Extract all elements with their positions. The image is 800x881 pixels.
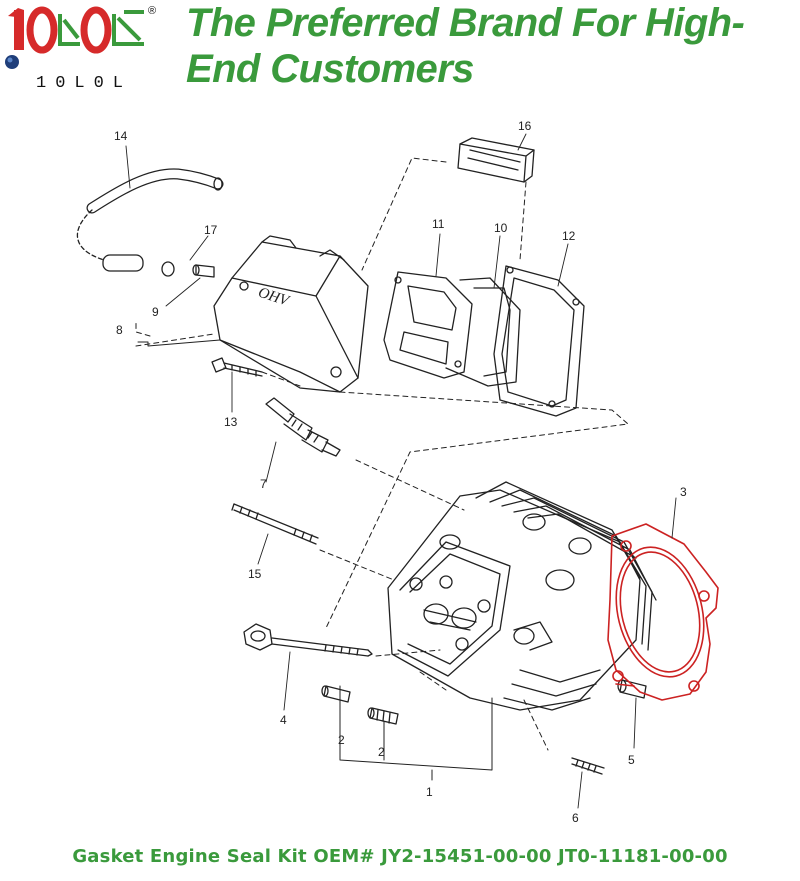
- cover-gasket-inner: [383, 271, 473, 379]
- callout-14: 14: [114, 129, 128, 143]
- callout-12: 12: [562, 229, 576, 243]
- breather-hose: [86, 168, 224, 214]
- breather-filter: [457, 137, 535, 183]
- cover-marking: OHV: [256, 285, 292, 310]
- dowel-pin-2: [367, 707, 399, 725]
- callout-7: 7: [260, 477, 267, 491]
- callout-11: 11: [432, 217, 445, 231]
- breather-plate: [445, 277, 521, 387]
- registered-mark: ®: [148, 5, 156, 17]
- callout-15: 15: [248, 567, 262, 581]
- product-caption: Gasket Engine Seal Kit OEM# JY2-15451-00…: [72, 846, 728, 867]
- logo-mark-icon: ®: [5, 5, 156, 69]
- callout-3: 3: [680, 485, 687, 499]
- rocker-cover: [213, 235, 369, 393]
- short-hose: [102, 254, 144, 272]
- exhaust-stud: [571, 757, 605, 775]
- callout-1: 1: [426, 785, 433, 799]
- logo-text: 10L0L: [36, 74, 133, 93]
- head-bolt: [243, 623, 373, 657]
- callout-5: 5: [628, 753, 635, 767]
- headline: The Preferred Brand For High-End Custome…: [186, 1, 745, 91]
- part-callouts: 14 16 17 11 10 12 9 8 13 7 15 3 4 2 2 5 …: [114, 119, 687, 825]
- dowel-pin-1: [321, 685, 351, 703]
- hose-clamp: [161, 261, 175, 277]
- callout-6: 6: [572, 811, 579, 825]
- callout-16: 16: [518, 119, 532, 133]
- stud-bolt: [231, 503, 319, 545]
- brand-logo: ® 10L0L: [0, 0, 180, 105]
- locating-sleeve: [617, 679, 647, 699]
- cover-gasket-outer: [493, 265, 585, 417]
- callout-9: 9: [152, 305, 159, 319]
- spark-plug: [265, 397, 341, 457]
- breather-fitting: [195, 264, 215, 278]
- callout-13: 13: [224, 415, 238, 429]
- callout-4: 4: [280, 713, 287, 727]
- callout-2b: 2: [378, 745, 385, 759]
- cover-bolt: [211, 357, 263, 377]
- exploded-parts-diagram: OHV: [76, 119, 719, 825]
- callout-10: 10: [494, 221, 508, 235]
- callout-2a: 2: [338, 733, 345, 747]
- callout-17: 17: [204, 223, 218, 237]
- callout-8: 8: [116, 323, 123, 337]
- head-gasket: [607, 523, 719, 701]
